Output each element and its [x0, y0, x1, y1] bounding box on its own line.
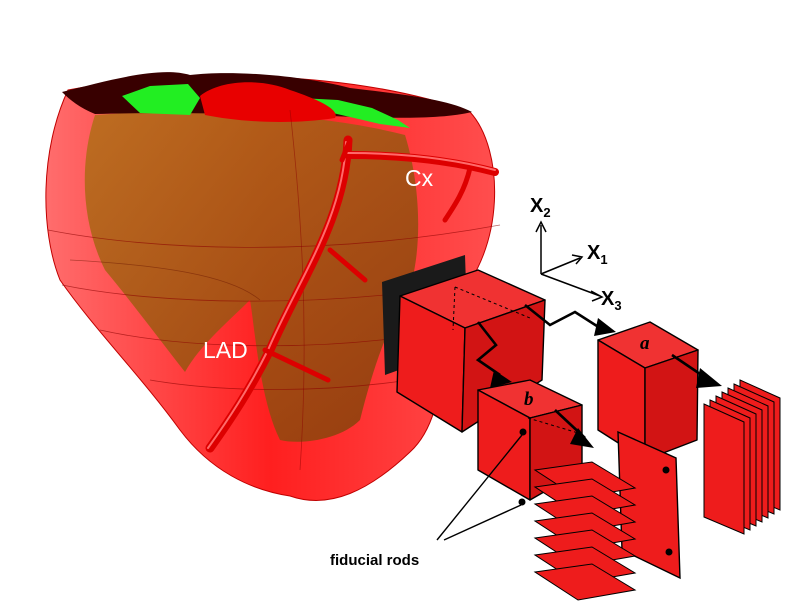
fiducial-leaders: [436, 434, 523, 541]
lad-branch-1: [327, 247, 368, 283]
tissue-block-main: [396, 269, 546, 433]
lad-branch-3: [339, 137, 353, 163]
arrow-main-to-a: [524, 303, 601, 330]
block-a-label: a: [640, 333, 650, 354]
valve-red-center: [200, 82, 336, 122]
block-b-label: b: [524, 389, 534, 410]
fiducial-rods-label: fiducial rods: [330, 552, 419, 569]
cx-highlight: [347, 152, 496, 171]
cx-artery: [344, 151, 499, 176]
cx-label: Cx: [405, 165, 434, 191]
arrow-heads: [490, 318, 722, 448]
axis-x3-label: X3: [601, 288, 622, 313]
valve-green-left: [122, 84, 200, 115]
tissue-block-a: [597, 321, 699, 461]
lad-artery: [205, 135, 353, 453]
sections-stack-a: [703, 379, 781, 535]
valve-green-right: [300, 98, 410, 128]
axis-x1-label: X1: [587, 242, 608, 267]
cx-branch: [442, 165, 473, 223]
arrow-main-to-b: [475, 321, 501, 377]
lad-highlight: [207, 141, 347, 449]
lad-branch-2: [262, 347, 331, 383]
coordinate-axes: [535, 220, 604, 302]
lad-label: LAD: [203, 337, 248, 363]
sections-stack-b: [533, 461, 637, 601]
axis-x2-label: X2: [530, 195, 551, 220]
fiducial-rod-holes: [518, 428, 673, 556]
coronary-vessels: [205, 135, 499, 453]
